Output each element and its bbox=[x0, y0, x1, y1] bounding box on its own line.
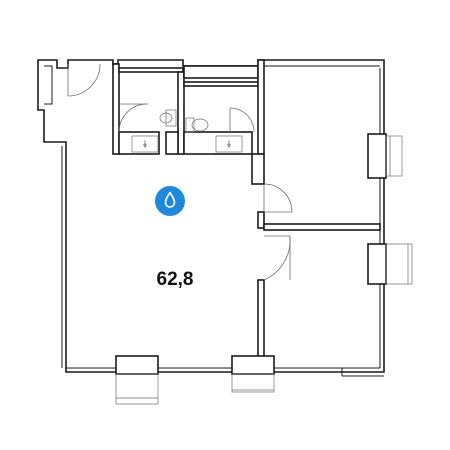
area-label: 62,8 bbox=[156, 269, 194, 290]
door-bedroom-top bbox=[263, 183, 293, 213]
balcony-door-bottom-left bbox=[115, 355, 159, 405]
sink-left bbox=[131, 135, 159, 153]
balcony-door-bottom-right bbox=[231, 355, 275, 393]
sink-right bbox=[215, 135, 243, 153]
balcony-door-right-upper bbox=[367, 133, 403, 179]
outer-walls bbox=[37, 59, 385, 373]
toilet-left bbox=[159, 109, 177, 127]
window-bottom-corner bbox=[341, 368, 384, 377]
door-bathroom-left bbox=[118, 103, 148, 133]
door-bathroom-right bbox=[229, 107, 255, 133]
interior-walls bbox=[112, 59, 381, 369]
balcony-door-right-lower bbox=[367, 243, 413, 285]
water-drop-icon bbox=[155, 186, 185, 216]
toilet-right bbox=[185, 117, 209, 133]
door-bedroom-bottom bbox=[263, 235, 291, 281]
door-entrance bbox=[67, 63, 101, 97]
water-drop-badge bbox=[155, 186, 185, 216]
